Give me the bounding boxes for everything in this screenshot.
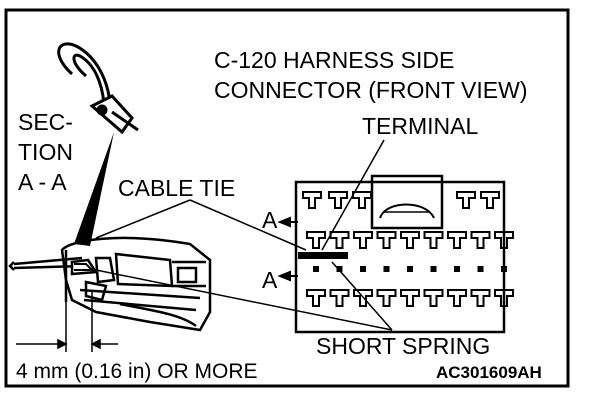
- terminal-pin: [383, 266, 390, 272]
- terminal-pin: [477, 266, 484, 272]
- terminal-cavity: [329, 231, 350, 249]
- terminal-cavity: [302, 191, 322, 209]
- terminal-pin: [430, 266, 437, 272]
- terminal-pin: [336, 266, 343, 272]
- figure-frame: [4, 8, 570, 388]
- terminal-cavity: [480, 191, 500, 209]
- connector-side-view: [8, 236, 212, 332]
- terminal-cavity: [456, 191, 476, 209]
- section-label-line-2: TION: [18, 139, 73, 165]
- terminal-cavity: [400, 289, 420, 307]
- terminal-highlight: [298, 252, 348, 259]
- terminal-cavity: [447, 289, 467, 307]
- dimension-label: 4 mm (0.16 in) OR MORE: [16, 360, 258, 383]
- section-label-line-3: A - A: [18, 169, 67, 195]
- terminal-cavity: [423, 289, 444, 307]
- terminal-cavity: [494, 231, 514, 249]
- terminal-cavity: [329, 289, 350, 307]
- terminal-cavity: [306, 289, 326, 307]
- cable-tie-illustration: [57, 42, 139, 135]
- terminal-cavity: [447, 231, 467, 249]
- terminal-cavity: [423, 231, 444, 249]
- marker-a-lower: A: [262, 267, 278, 293]
- title-line-2: CONNECTOR (FRONT VIEW): [214, 77, 527, 103]
- terminal-cavity: [470, 231, 491, 249]
- terminal-cavity: [352, 191, 372, 209]
- terminal-pin: [407, 266, 413, 272]
- terminal-label: TERMINAL: [362, 113, 479, 139]
- figure-code: AC301609AH: [436, 363, 542, 382]
- terminal-cavity: [306, 231, 326, 249]
- terminal-cavity: [376, 231, 397, 249]
- terminal-pin: [360, 266, 366, 272]
- terminal-pin: [501, 266, 507, 272]
- section-arrows: [277, 216, 298, 282]
- connector-front-view: [294, 174, 506, 334]
- section-pointer: [74, 132, 114, 246]
- short-spring-label: SHORT SPRING: [316, 333, 490, 359]
- terminal-cavity: [400, 231, 420, 249]
- terminal-cavities: [302, 191, 514, 307]
- terminal-cavity: [353, 289, 373, 307]
- title-line-1: C-120 HARNESS SIDE: [214, 47, 454, 73]
- terminal-pin: [313, 266, 319, 272]
- terminal-cavity: [353, 231, 373, 249]
- marker-a-upper: A: [262, 207, 278, 233]
- cable-tie-label: CABLE TIE: [118, 175, 235, 201]
- terminal-cavity: [494, 289, 514, 307]
- leader-lines: [95, 139, 393, 331]
- terminal-cavity: [470, 289, 491, 307]
- terminal-cavity: [328, 191, 348, 209]
- dimension-marker: [16, 292, 118, 352]
- section-label-line-1: SEC-: [18, 109, 73, 135]
- terminal-cavity: [376, 289, 397, 307]
- terminal-pin: [454, 266, 460, 272]
